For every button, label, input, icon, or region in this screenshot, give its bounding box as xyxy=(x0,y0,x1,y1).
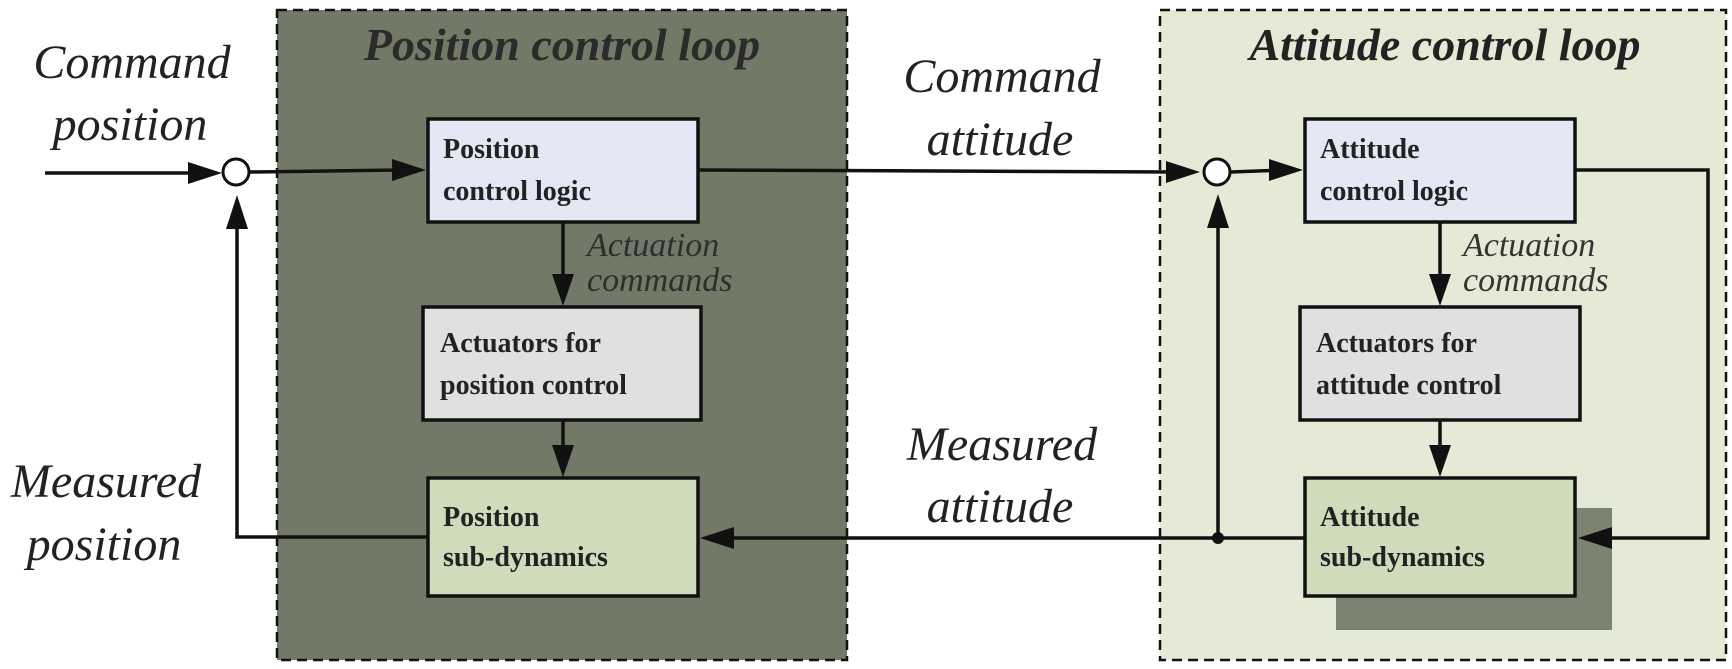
arrowhead-to-attitude-actuators xyxy=(1429,274,1451,306)
position-actuators-line2: position control xyxy=(440,370,627,401)
attitude-summing-junction xyxy=(1202,157,1232,187)
attitude-actuation-label-line2: commands xyxy=(1463,262,1608,299)
command-attitude-label-line2: attitude xyxy=(927,113,1074,166)
arrowhead-to-position-logic xyxy=(392,159,426,181)
measured-attitude-label-line2: attitude xyxy=(927,480,1074,533)
measured-position-label-line2: position xyxy=(24,518,182,571)
arrowhead-to-position-actuators xyxy=(552,274,574,306)
command-position-label-line2: position xyxy=(50,98,208,151)
position-summing-junction xyxy=(221,157,251,187)
position-actuators-line1: Actuators for xyxy=(440,328,601,359)
arrowhead-measured-attitude xyxy=(700,527,734,549)
arrowhead-attitude-feedback xyxy=(1207,194,1229,228)
signal-lines xyxy=(45,159,1710,549)
position-actuation-label-line1: Actuation xyxy=(585,227,719,264)
attitude-actuators-line1: Actuators for xyxy=(1316,328,1477,359)
position-control-logic-line2: control logic xyxy=(443,176,591,207)
attitude-sub-dynamics-box xyxy=(1303,476,1577,598)
position-actuators-box xyxy=(421,305,703,422)
position-sub-dynamics-line2: sub-dynamics xyxy=(443,542,608,573)
attitude-control-logic-line2: control logic xyxy=(1320,176,1468,207)
position-control-logic-line1: Position xyxy=(443,134,540,165)
arrowhead-to-position-dynamics xyxy=(552,445,574,477)
command-position-label-line1: Command xyxy=(33,36,231,89)
branch-point xyxy=(1212,532,1224,544)
position-loop-title: Position control loop xyxy=(363,19,760,70)
arrowhead-command-attitude xyxy=(1166,161,1200,183)
attitude-control-logic-line1: Attitude xyxy=(1320,134,1420,165)
position-sub-dynamics-box xyxy=(426,476,700,598)
arrowhead-to-attitude-logic xyxy=(1269,159,1303,181)
attitude-actuators-box xyxy=(1298,305,1582,422)
position-sub-dynamics-line1: Position xyxy=(443,502,540,533)
arrowhead-position-feedback xyxy=(226,195,248,229)
attitude-sub-dynamics-line1: Attitude xyxy=(1320,502,1420,533)
attitude-sub-dynamics-line2: sub-dynamics xyxy=(1320,542,1485,573)
position-actuation-label-line2: commands xyxy=(587,262,732,299)
measured-attitude-label-line1: Measured xyxy=(906,418,1098,471)
arrowhead-attitude-loop-right xyxy=(1578,527,1612,549)
attitude-actuation-label-line1: Actuation xyxy=(1461,227,1595,264)
measured-position-label-line1: Measured xyxy=(10,455,202,508)
command-attitude-label-line1: Command xyxy=(903,50,1101,103)
attitude-actuators-line2: attitude control xyxy=(1316,370,1502,401)
arrowhead-input xyxy=(188,162,222,184)
arrowhead-to-attitude-dynamics xyxy=(1429,445,1451,477)
attitude-loop-title: Attitude control loop xyxy=(1246,19,1640,70)
